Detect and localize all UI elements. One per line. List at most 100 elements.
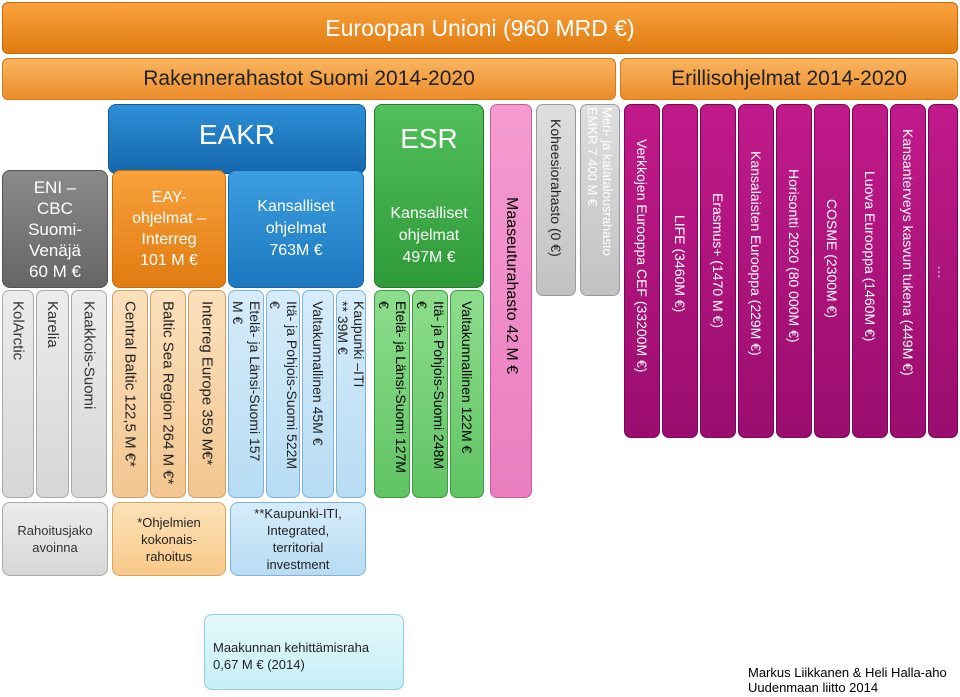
erillis-col-label: … xyxy=(935,265,951,279)
eakr-col-text: Etelä- ja Länsi-Suomi 157 xyxy=(247,301,263,462)
esr-col-text: € xyxy=(376,301,392,309)
koheesiorahasto-col: Koheesiorahasto (0 €) xyxy=(536,104,576,296)
rahoitusjako-line-1: Rahoitusjako xyxy=(17,523,93,538)
eni-col-label: Karelia xyxy=(44,301,61,348)
rakennerahastot-header: Rakennerahastot Suomi 2014-2020 xyxy=(2,58,616,100)
eni-line-2: CBC xyxy=(37,198,73,218)
eni-col-karelia: Karelia xyxy=(36,290,69,498)
eay-line-2: ohjelmat – xyxy=(132,210,206,227)
maaseuturahasto-label: Maaseuturahasto 42 M € xyxy=(503,197,520,374)
eakr-col-kaupunki-iti: Kaupunki –ITI ** 39M € xyxy=(336,290,366,498)
erillis-col-luova-eurooppa: Luova Eurooppa (1460M €) xyxy=(852,104,888,438)
maakunta-note: Maakunnan kehittämisraha 0,67 M € (2014) xyxy=(204,614,404,690)
esr-col-valtakunnallinen: Valtakunnallinen 122M € xyxy=(450,290,484,498)
erillis-col-label: Kansalaisten Eurooppa (229M €) xyxy=(748,151,764,356)
erillisohjelmat-title: Erillisohjelmat 2014-2020 xyxy=(671,67,907,90)
koheesiorahasto-label: Koheesiorahasto (0 €) xyxy=(548,119,564,257)
erillis-col-label: LIFE (3460M €) xyxy=(672,215,688,313)
erillis-col-kansalaisten-eurooppa: Kansalaisten Eurooppa (229M €) xyxy=(738,104,774,438)
emkr-col: Meri- ja kalatalousrahasto EMKR 7 400 M … xyxy=(580,104,620,296)
esr-col-text: Etelä- ja Länsi-Suomi 127M xyxy=(393,301,409,473)
kansalliset-esr-line-2: ohjelmat xyxy=(398,227,460,244)
eakr-col-ita-pohjois: Itä- ja Pohjois-Suomi 522M € xyxy=(266,290,300,498)
credit: Markus Liikkanen & Heli Halla-aho Uudenm… xyxy=(748,665,947,695)
erillis-col-kansanterveys: Kansanterveys kasvun tukena (449M €) xyxy=(890,104,926,438)
maakunta-line-1: Maakunnan kehittämisraha xyxy=(213,640,370,655)
eay-box: EAY- ohjelmat – Interreg 101 M € xyxy=(112,170,226,288)
maakunta-line-2: 0,67 M € (2014) xyxy=(213,657,305,672)
eni-line-3: Suomi- xyxy=(28,219,82,239)
esr-col-text: € xyxy=(414,301,430,309)
eni-line-5: 60 M € xyxy=(29,261,81,281)
eay-line-4: 101 M € xyxy=(140,252,198,269)
erillis-col-label: Erasmus+ (1470 M €) xyxy=(710,193,726,328)
eay-col-label: Baltic Sea Region 264 M €* xyxy=(159,301,177,485)
kaupunki-iti-line-4: investment xyxy=(266,557,330,572)
eay-line-3: Interreg xyxy=(141,231,197,248)
ohjelmien-line-1: *Ohjelmien xyxy=(137,514,201,530)
kansalliset-esr-line-3: 497M € xyxy=(402,249,456,266)
emkr-line-2: EMKR 7 400 M € xyxy=(585,107,600,206)
ohjelmien-line-2: kokonais- xyxy=(141,531,197,547)
erillis-col-label: Luova Eurooppa (1460M €) xyxy=(862,171,878,342)
kansalliset-esr-line-1: Kansalliset xyxy=(390,205,468,222)
esr-title: ESR xyxy=(400,123,458,154)
eni-line-4: Venäjä xyxy=(28,240,81,260)
eu-header: Euroopan Unioni (960 MRD €) xyxy=(2,2,958,54)
esr-col-ita-pohjois: Itä- ja Pohjois-Suomi 248M € xyxy=(412,290,448,498)
erillis-col-cosme: COSME (2300M €) xyxy=(814,104,850,438)
erillis-col-cef: Verkkojen Eurooppa CEF (33200M €) xyxy=(624,104,660,438)
erillis-col-label: COSME (2300M €) xyxy=(824,199,840,319)
ohjelmien-line-3: rahoitus xyxy=(145,548,193,564)
emkr-line-1: Meri- ja kalatalousrahasto xyxy=(600,107,615,256)
eay-line-1: EAY- xyxy=(151,189,187,206)
eni-col-label: Kaakkois-Suomi xyxy=(80,301,98,410)
erillis-col-more: … xyxy=(928,104,958,438)
eni-line-1: ENI – xyxy=(33,177,77,197)
kansalliset-eakr-line-2: ohjelmat xyxy=(265,220,327,237)
erillis-col-label: Horisontti 2020 (80 000M €) xyxy=(786,169,802,343)
eay-col-central-baltic: Central Baltic 122,5 M €* xyxy=(112,290,148,498)
esr-box: ESR Kansalliset ohjelmat 497M € xyxy=(374,104,484,288)
eakr-col-valtakunnallinen: Valtakunnallinen 45M € xyxy=(302,290,334,498)
eakr-col-text: € xyxy=(267,301,283,309)
rahoitusjako-note: Rahoitusjako avoinna xyxy=(2,502,108,576)
kansalliset-eakr-line-1: Kansalliset xyxy=(257,198,335,215)
credit-line-2: Uudenmaan liitto 2014 xyxy=(748,680,879,695)
erillis-col-horisontti: Horisontti 2020 (80 000M €) xyxy=(776,104,812,438)
eakr-header: EAKR xyxy=(108,104,366,174)
eay-col-label: Central Baltic 122,5 M €* xyxy=(121,301,139,467)
eakr-col-text: ** 39M € xyxy=(336,301,351,355)
ohjelmien-note: *Ohjelmien kokonais- rahoitus xyxy=(112,502,226,576)
kaupunki-iti-note: **Kaupunki-ITI, Integrated, territorial … xyxy=(230,502,366,576)
eay-col-label: Interreg Europe 359 M€* xyxy=(198,301,216,466)
eay-col-interreg-europe: Interreg Europe 359 M€* xyxy=(188,290,226,498)
eu-title: Euroopan Unioni (960 MRD €) xyxy=(325,14,635,41)
esr-col-text: Valtakunnallinen 122M € xyxy=(459,301,475,454)
kaupunki-iti-line-3: territorial xyxy=(272,540,324,555)
kaupunki-iti-line-1: **Kaupunki-ITI, xyxy=(254,506,342,521)
rakennerahastot-title: Rakennerahastot Suomi 2014-2020 xyxy=(143,67,475,90)
eakr-col-text: M € xyxy=(230,301,246,325)
erillis-col-erasmus: Erasmus+ (1470 M €) xyxy=(700,104,736,438)
eakr-col-text: Valtakunnallinen 45M € xyxy=(310,301,326,446)
maaseuturahasto-col: Maaseuturahasto 42 M € xyxy=(490,104,532,498)
esr-col-etela-lansi: Etelä- ja Länsi-Suomi 127M € xyxy=(374,290,410,498)
erillis-col-life: LIFE (3460M €) xyxy=(662,104,698,438)
eakr-col-etela-lansi: Etelä- ja Länsi-Suomi 157 M € xyxy=(228,290,264,498)
rahoitusjako-line-2: avoinna xyxy=(32,540,78,555)
eni-col-label: KolArctic xyxy=(9,301,27,361)
erillis-col-label: Verkkojen Eurooppa CEF (33200M €) xyxy=(634,139,650,373)
kansalliset-eakr-box: Kansalliset ohjelmat 763M € xyxy=(228,170,364,288)
esr-col-text: Itä- ja Pohjois-Suomi 248M xyxy=(431,301,447,470)
credit-line-1: Markus Liikkanen & Heli Halla-aho xyxy=(748,665,947,680)
eakr-col-text: Kaupunki –ITI xyxy=(351,301,366,388)
eni-col-kaakkois-suomi: Kaakkois-Suomi xyxy=(71,290,107,498)
eakr-col-text: Itä- ja Pohjois-Suomi 522M xyxy=(284,301,300,470)
erillisohjelmat-header: Erillisohjelmat 2014-2020 xyxy=(620,58,958,100)
erillis-col-label: Kansanterveys kasvun tukena (449M €) xyxy=(900,129,916,376)
eni-col-kolarctic: KolArctic xyxy=(2,290,34,498)
eay-col-baltic-sea: Baltic Sea Region 264 M €* xyxy=(150,290,186,498)
eni-box: ENI – CBC Suomi- Venäjä 60 M € xyxy=(2,170,108,288)
eakr-title: EAKR xyxy=(198,119,276,150)
